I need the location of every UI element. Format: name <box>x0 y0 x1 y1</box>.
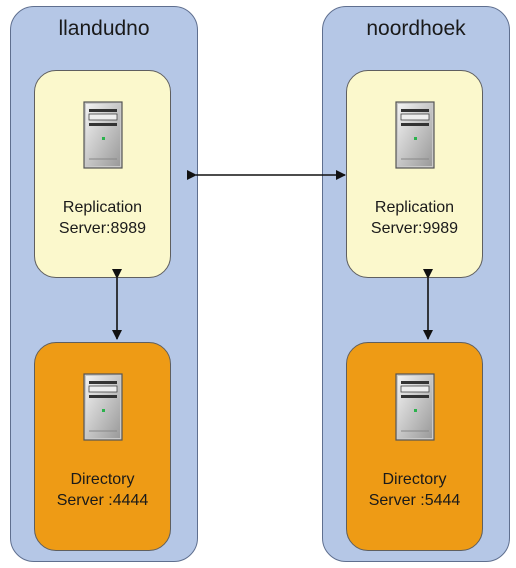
host-noordhoek: noordhoek Replication Server:9989 Direct… <box>322 6 510 562</box>
directory-server-label: Directory Server :5444 <box>347 469 482 511</box>
label-line-2: Server:8989 <box>58 220 147 237</box>
label-line-1: Directory <box>70 471 135 488</box>
label-line-2: Server :5444 <box>368 492 461 509</box>
directory-server-box: Directory Server :5444 <box>346 342 483 551</box>
replication-server-box: Replication Server:8989 <box>34 70 171 278</box>
label-line-1: Replication <box>62 199 143 216</box>
host-title: noordhoek <box>366 17 466 40</box>
host-llandudno: llandudno Replication Server:8989 Direct… <box>10 6 198 562</box>
directory-server-label: Directory Server :4444 <box>35 469 170 511</box>
replication-server-label: Replication Server:8989 <box>35 197 170 239</box>
label-line-2: Server:9989 <box>370 220 459 237</box>
label-line-2: Server :4444 <box>56 492 149 509</box>
replication-server-box: Replication Server:9989 <box>346 70 483 278</box>
host-title: llandudno <box>58 17 150 40</box>
directory-server-box: Directory Server :4444 <box>34 342 171 551</box>
label-line-1: Replication <box>374 199 455 216</box>
label-line-1: Directory <box>382 471 447 488</box>
replication-server-label: Replication Server:9989 <box>347 197 482 239</box>
